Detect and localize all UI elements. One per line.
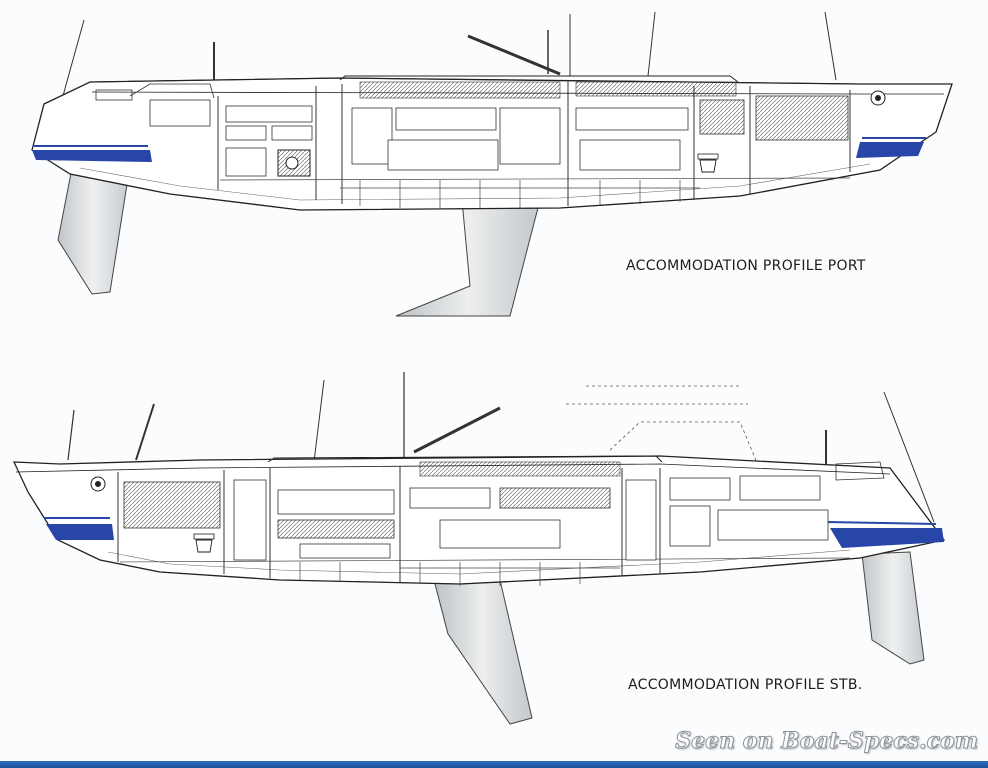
toilet-icon: [697, 153, 719, 173]
bottom-bar: [0, 761, 988, 768]
caption-port-profile: ACCOMMODATION PROFILE PORT: [626, 258, 866, 274]
starboard-profile: [12, 372, 946, 725]
port-profile: [31, 11, 953, 317]
caption-starboard-profile: ACCOMMODATION PROFILE STB.: [628, 677, 863, 693]
winch-icon: [90, 476, 106, 492]
engine-icon: [277, 149, 311, 177]
watermark: Seen on Boat-Specs.com: [675, 728, 979, 755]
winch-icon: [870, 90, 886, 106]
toilet-icon: [193, 533, 215, 553]
